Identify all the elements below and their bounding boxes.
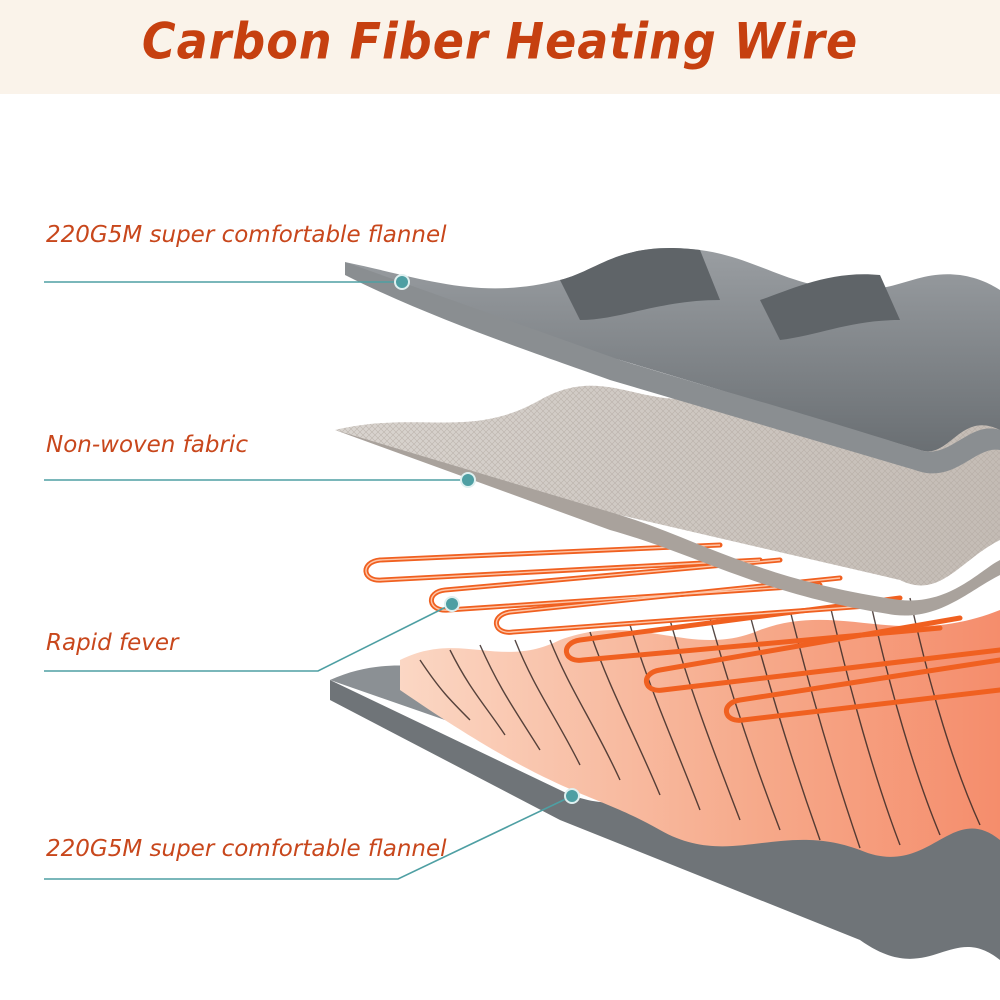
label-rapid-fever: Rapid fever [46, 630, 179, 656]
label-flannel-bottom: 220G5M super comfortable flannel [46, 836, 447, 862]
leader-lines [44, 281, 573, 880]
top-flannel-layer [345, 247, 1000, 474]
heat-film-layer [400, 597, 1000, 857]
page-title: Carbon Fiber Heating Wire [141, 11, 859, 71]
layer-illustration [44, 247, 1000, 960]
title-banner [0, 0, 1000, 94]
leader-dots [394, 274, 580, 804]
label-non-woven: Non-woven fabric [46, 432, 248, 458]
label-flannel-top: 220G5M super comfortable flannel [46, 222, 447, 248]
